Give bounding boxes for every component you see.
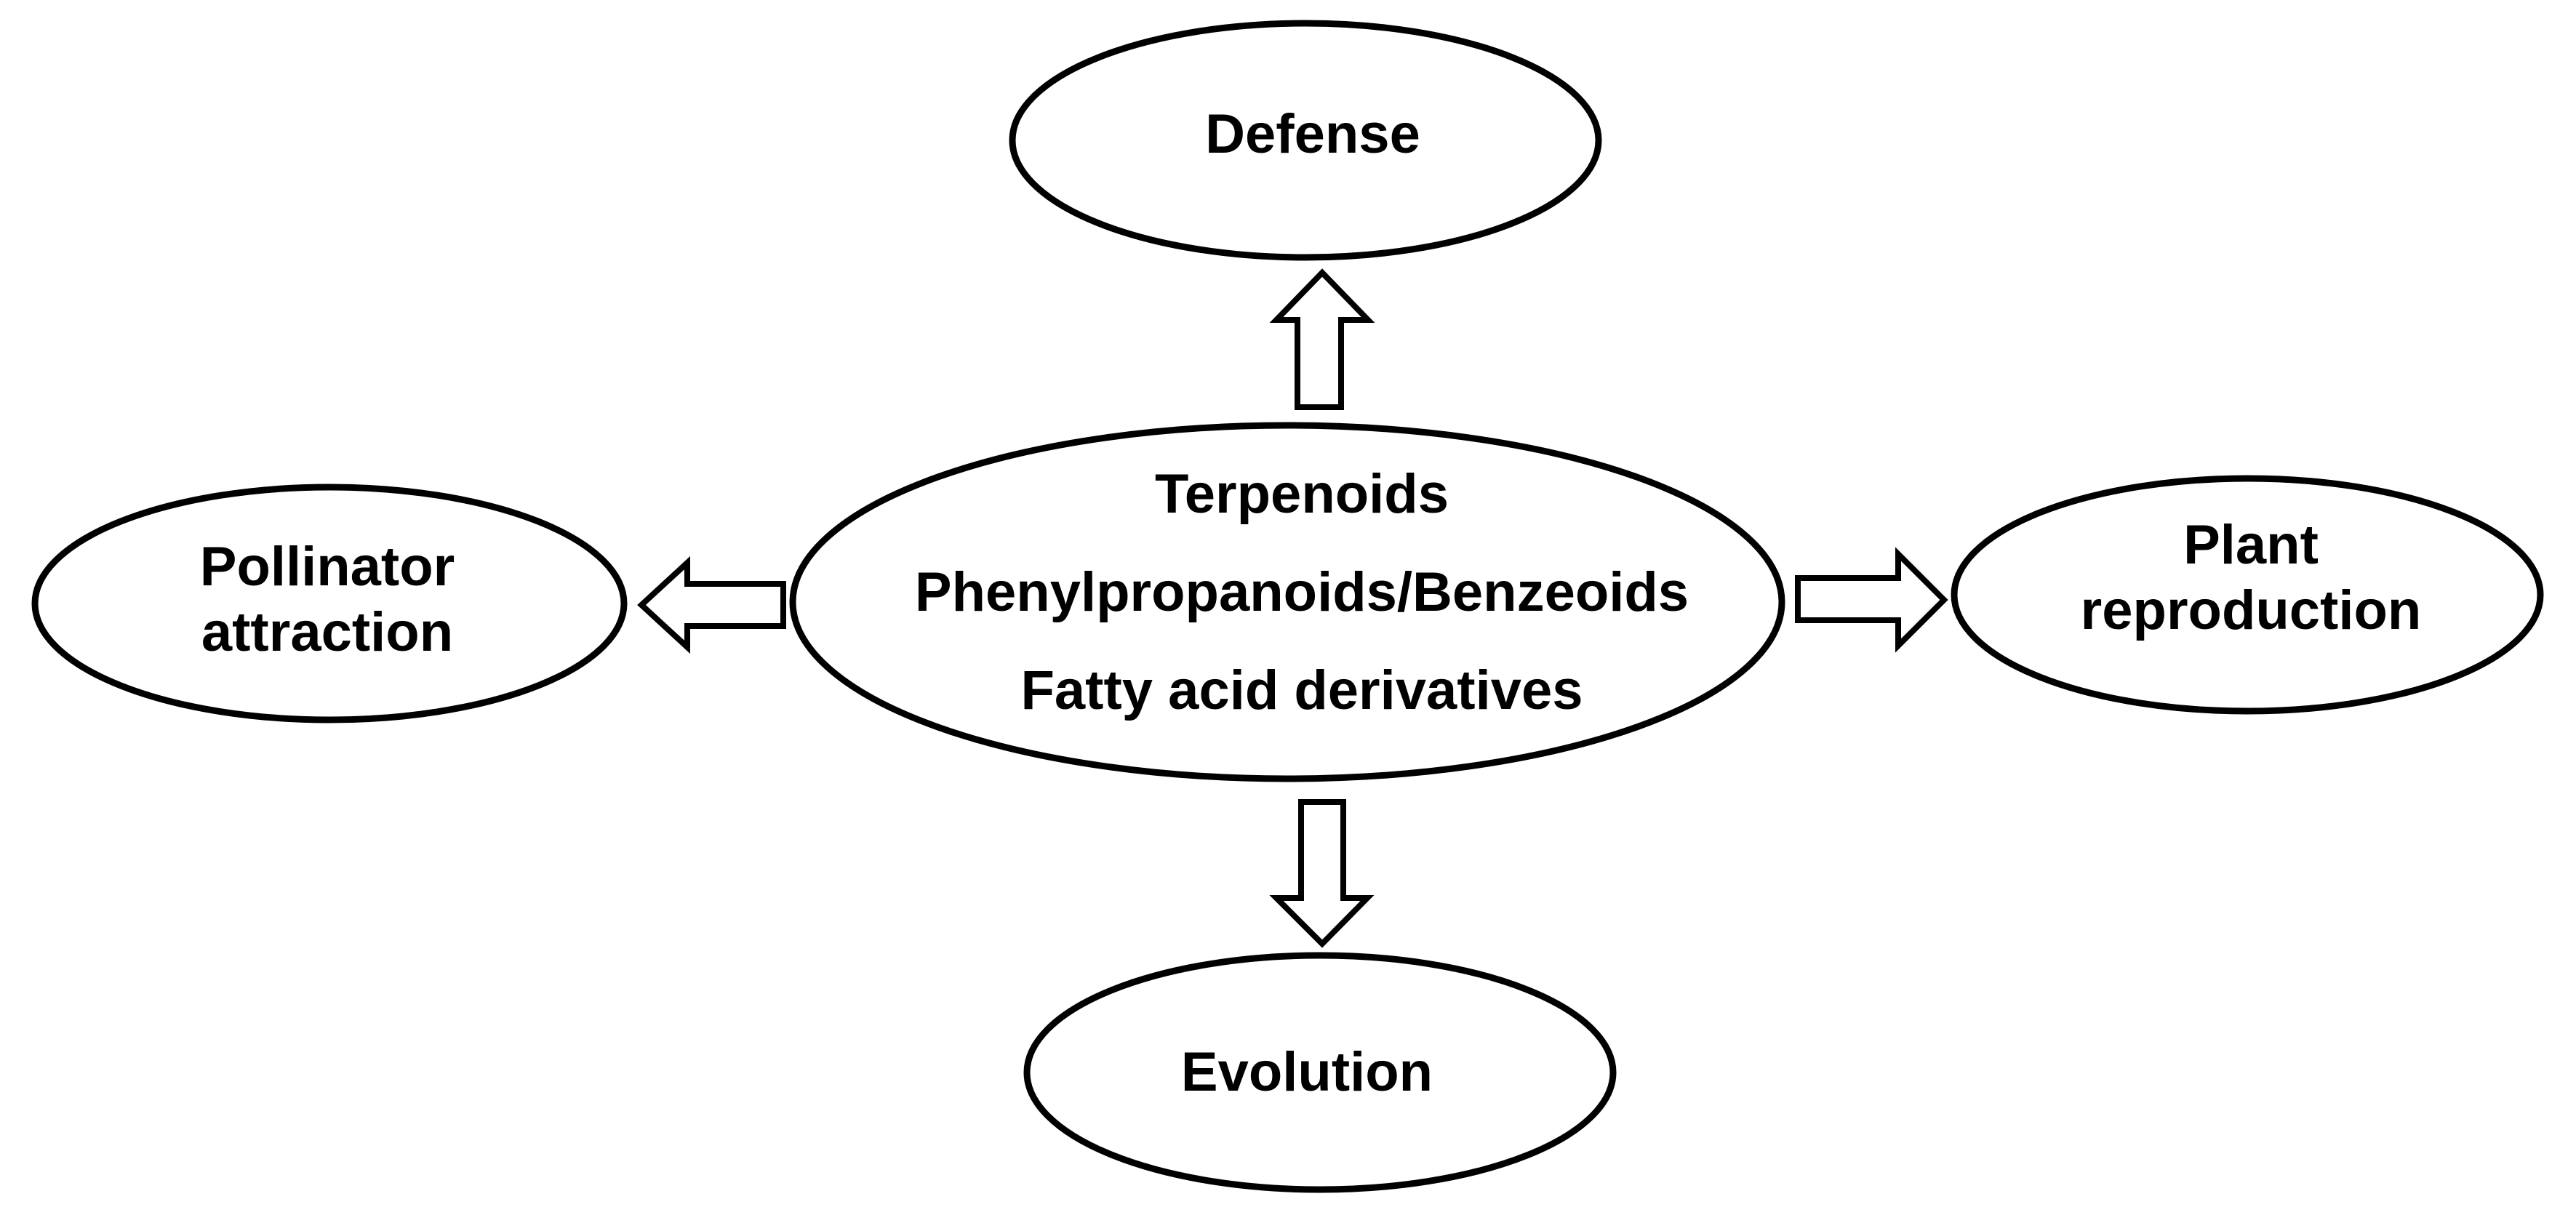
center-node-shape — [789, 422, 1785, 782]
evolution-label: Evolution — [1181, 1041, 1433, 1103]
evolution-node: Evolution — [1023, 952, 1617, 1193]
arrow-left-to-pollinator — [637, 556, 786, 654]
pollinator-label-line2: attraction — [201, 601, 453, 663]
defense-node-shape — [1009, 20, 1602, 261]
arrow-right-to-reproduction — [1795, 547, 1948, 653]
center-node: Terpenoids Phenylpropanoids/Benzeoids Fa… — [789, 422, 1785, 782]
pollinator-node-shape — [31, 484, 628, 723]
center-line-phenylpropanoids: Phenylpropanoids/Benzeoids — [915, 561, 1689, 623]
arrow-down-to-evolution — [1269, 799, 1375, 948]
reproduction-node: Plant reproduction — [1951, 475, 2544, 715]
center-line-terpenoids: Terpenoids — [1155, 463, 1449, 525]
reproduction-label-line1: Plant — [2183, 514, 2319, 576]
center-line-fatty-acid: Fatty acid derivatives — [1020, 659, 1583, 721]
pollinator-label-line1: Pollinator — [200, 536, 455, 598]
arrow-up-to-defense — [1269, 268, 1375, 410]
pollinator-node: Pollinator attraction — [31, 484, 628, 723]
defense-node: Defense — [1009, 20, 1602, 261]
defense-label: Defense — [1205, 103, 1420, 165]
evolution-node-shape — [1023, 952, 1617, 1193]
reproduction-label-line2: reproduction — [2081, 580, 2422, 641]
reproduction-node-shape — [1951, 475, 2544, 715]
